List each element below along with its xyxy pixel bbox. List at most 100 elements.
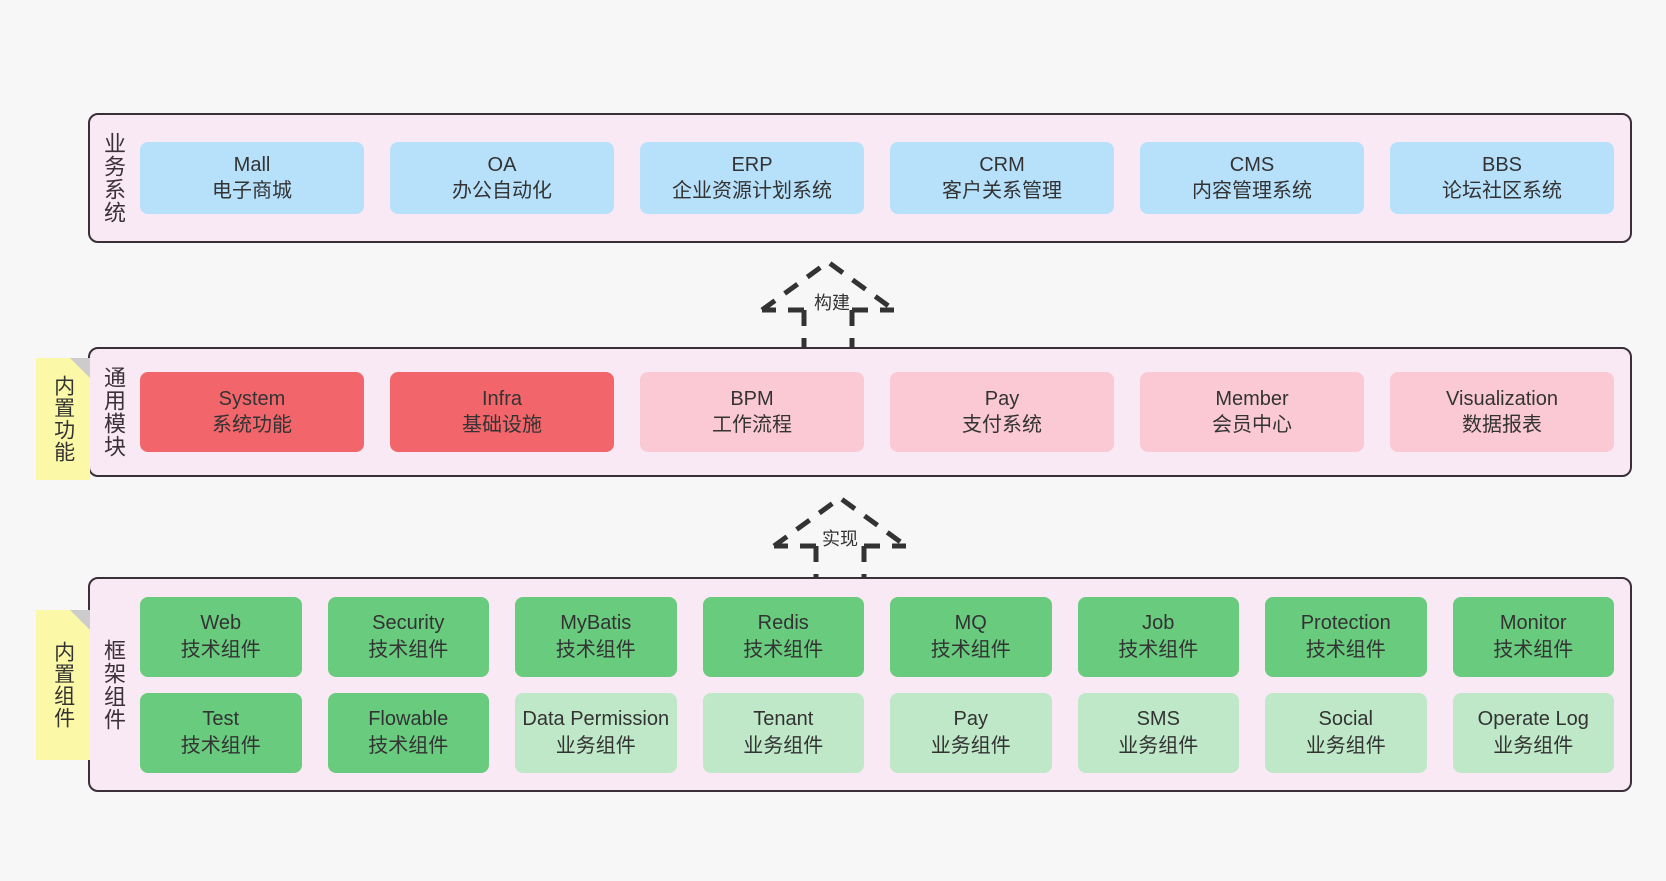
card-redis[interactable]: Redis 技术组件: [702, 596, 864, 677]
card-security[interactable]: Security 技术组件: [327, 596, 489, 677]
implement-arrow-label: 实现: [822, 529, 858, 549]
card-subtitle: 数据报表: [1462, 414, 1542, 436]
card-subtitle: 技术组件: [930, 638, 1011, 661]
card-title: Test: [202, 708, 240, 731]
build-arrow-icon: [760, 258, 896, 353]
card-flowable[interactable]: Flowable 技术组件: [327, 692, 489, 773]
card-subtitle: 技术组件: [368, 638, 449, 661]
card-mall[interactable]: Mall 电子商城: [140, 142, 364, 214]
implement-arrow-icon: [772, 494, 908, 589]
card-title: MQ: [954, 612, 987, 635]
layer-common-modules: 通用模块 System 系统功能 Infra 基础设施 BPM 工作流程 Pay…: [88, 347, 1632, 477]
card-tenant[interactable]: Tenant 业务组件: [702, 692, 864, 773]
card-title: Flowable: [368, 708, 449, 731]
card-title: Tenant: [753, 708, 814, 731]
card-erp[interactable]: ERP 企业资源计划系统: [640, 142, 864, 214]
card-subtitle: 支付系统: [962, 414, 1042, 436]
card-title: CMS: [1229, 153, 1275, 176]
card-subtitle: 业务组件: [1118, 734, 1199, 757]
card-subtitle: 企业资源计划系统: [672, 180, 832, 202]
card-title: System: [218, 387, 286, 410]
card-mq[interactable]: MQ 技术组件: [890, 596, 1052, 677]
card-title: BPM: [730, 387, 774, 410]
layer-body-business-systems: Mall 电子商城 OA 办公自动化 ERP 企业资源计划系统 CRM 客户关系…: [136, 115, 1630, 241]
card-subtitle: 业务组件: [743, 734, 824, 757]
card-subtitle: 技术组件: [555, 638, 636, 661]
card-subtitle: 技术组件: [1118, 638, 1199, 661]
layer-title-framework-components: 框架组件: [100, 638, 126, 731]
card-web[interactable]: Web 技术组件: [140, 596, 302, 677]
layer-title-common-modules: 通用模块: [100, 366, 126, 458]
card-title: MyBatis: [560, 612, 632, 635]
card-title: Social: [1318, 708, 1373, 731]
card-operate-log[interactable]: Operate Log 业务组件: [1452, 692, 1614, 773]
card-pay-component[interactable]: Pay 业务组件: [890, 692, 1052, 773]
card-data-permission[interactable]: Data Permission 业务组件: [515, 692, 677, 773]
card-title: SMS: [1136, 708, 1180, 731]
card-subtitle: 论坛社区系统: [1442, 180, 1562, 202]
card-job[interactable]: Job 技术组件: [1077, 596, 1239, 677]
build-arrow-label: 构建: [814, 293, 850, 313]
card-subtitle: 业务组件: [930, 734, 1011, 757]
card-title: Data Permission: [522, 708, 670, 731]
card-title: Job: [1142, 612, 1175, 635]
card-crm[interactable]: CRM 客户关系管理: [890, 142, 1114, 214]
card-subtitle: 技术组件: [180, 638, 261, 661]
card-pay-module[interactable]: Pay 支付系统: [890, 372, 1114, 452]
card-subtitle: 技术组件: [743, 638, 824, 661]
card-subtitle: 技术组件: [1305, 638, 1386, 661]
card-subtitle: 技术组件: [368, 734, 449, 757]
card-subtitle: 办公自动化: [452, 180, 552, 202]
note-fold-icon: [70, 610, 90, 630]
card-subtitle: 业务组件: [1305, 734, 1386, 757]
note-builtin-function: 内置功能: [36, 358, 90, 480]
implement-arrow: 实现: [752, 488, 972, 589]
card-subtitle: 系统功能: [212, 414, 292, 436]
card-title: Infra: [481, 387, 523, 410]
framework-tech-row: Web 技术组件 Security 技术组件 MyBatis 技术组件 Redi…: [140, 596, 1614, 677]
layer-framework-components: 框架组件 Web 技术组件 Security 技术组件 MyBatis 技术组件…: [88, 577, 1632, 792]
card-social[interactable]: Social 业务组件: [1265, 692, 1427, 773]
layer-title-business-systems: 业务系统: [100, 132, 126, 224]
layer-business-systems: 业务系统 Mall 电子商城 OA 办公自动化 ERP 企业资源计划系统 CRM…: [88, 113, 1632, 243]
card-title: Operate Log: [1477, 708, 1589, 731]
card-system[interactable]: System 系统功能: [140, 372, 364, 452]
card-title: OA: [487, 153, 517, 176]
card-title: Pay: [953, 708, 988, 731]
card-title: Web: [200, 612, 242, 635]
card-title: Monitor: [1499, 612, 1567, 635]
card-title: Protection: [1300, 612, 1391, 635]
card-subtitle: 电子商城: [212, 180, 292, 202]
note-label: 内置功能: [51, 375, 75, 463]
note-builtin-component: 内置组件: [36, 610, 90, 760]
card-title: Visualization: [1446, 387, 1558, 410]
card-subtitle: 客户关系管理: [942, 180, 1062, 202]
card-visualization[interactable]: Visualization 数据报表: [1390, 372, 1614, 452]
card-bpm[interactable]: BPM 工作流程: [640, 372, 864, 452]
card-title: Member: [1215, 387, 1289, 410]
card-oa[interactable]: OA 办公自动化: [390, 142, 614, 214]
card-title: BBS: [1481, 153, 1523, 176]
card-title: CRM: [979, 153, 1025, 176]
card-infra[interactable]: Infra 基础设施: [390, 372, 614, 452]
card-subtitle: 会员中心: [1212, 414, 1292, 436]
common-modules-row: System 系统功能 Infra 基础设施 BPM 工作流程 Pay 支付系统…: [140, 372, 1614, 452]
card-test[interactable]: Test 技术组件: [140, 692, 302, 773]
card-subtitle: 技术组件: [180, 734, 261, 757]
card-subtitle: 工作流程: [712, 414, 792, 436]
note-fold-icon: [70, 358, 90, 378]
card-title: ERP: [731, 153, 773, 176]
card-member[interactable]: Member 会员中心: [1140, 372, 1364, 452]
card-cms[interactable]: CMS 内容管理系统: [1140, 142, 1364, 214]
card-sms[interactable]: SMS 业务组件: [1077, 692, 1239, 773]
business-systems-row: Mall 电子商城 OA 办公自动化 ERP 企业资源计划系统 CRM 客户关系…: [140, 142, 1614, 214]
card-title: Mall: [233, 153, 271, 176]
card-subtitle: 基础设施: [462, 414, 542, 436]
layer-body-framework-components: Web 技术组件 Security 技术组件 MyBatis 技术组件 Redi…: [136, 579, 1630, 790]
framework-biz-row: Test 技术组件 Flowable 技术组件 Data Permission …: [140, 692, 1614, 773]
card-monitor[interactable]: Monitor 技术组件: [1452, 596, 1614, 677]
card-bbs[interactable]: BBS 论坛社区系统: [1390, 142, 1614, 214]
card-protection[interactable]: Protection 技术组件: [1265, 596, 1427, 677]
card-mybatis[interactable]: MyBatis 技术组件: [515, 596, 677, 677]
